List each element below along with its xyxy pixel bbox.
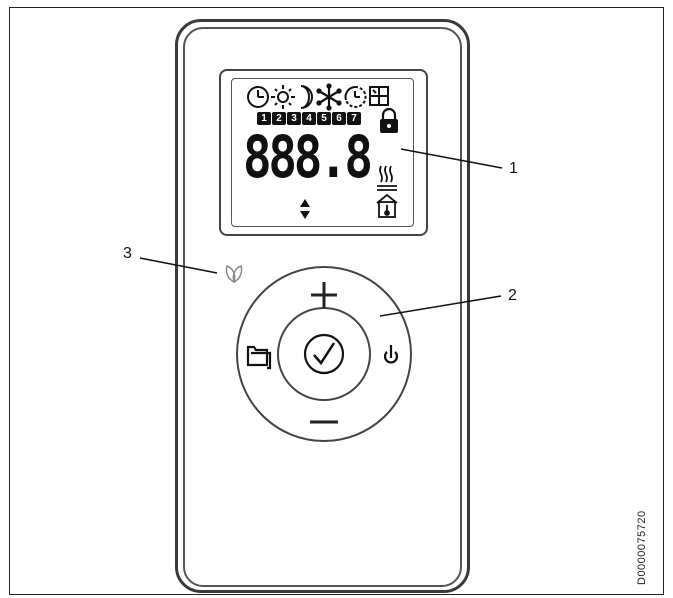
- weekday-7: 7: [347, 112, 361, 125]
- callout-label-1: 1: [509, 160, 518, 177]
- heating-waves-icon: [377, 165, 397, 191]
- callout-label-2: 2: [508, 287, 517, 304]
- weekday-indicators: 1 2 3 4 5 6 7: [257, 112, 361, 125]
- padlock-icon: [380, 107, 398, 133]
- weekday-2: 2: [272, 112, 286, 125]
- lcd-screen: [231, 78, 414, 227]
- window-icon: [369, 86, 389, 106]
- clock-icon: [247, 86, 269, 108]
- callout-line-2: [379, 295, 502, 317]
- weekday-5: 5: [317, 112, 331, 125]
- folder-menu-icon: [246, 345, 272, 370]
- sun-icon: [271, 85, 295, 109]
- callout-label-3: 3: [123, 245, 132, 262]
- checkmark-icon: [313, 342, 336, 366]
- figure-frame: [9, 7, 664, 595]
- confirm-button-ring: [303, 333, 345, 375]
- callout-line-3: [139, 257, 218, 274]
- plus-icon: [311, 282, 337, 308]
- snowflake-icon: [316, 83, 342, 111]
- weekday-1: 1: [257, 112, 271, 125]
- weekday-4: 4: [302, 112, 316, 125]
- lcd-bezel: [219, 69, 428, 236]
- confirm-button[interactable]: [277, 307, 371, 401]
- document-code: D0000075720: [636, 510, 648, 585]
- callout-line-1: [400, 148, 503, 169]
- weekday-6: 6: [332, 112, 346, 125]
- weekday-3: 3: [287, 112, 301, 125]
- segment-digits: 888.8: [243, 123, 373, 191]
- device-front-panel: [183, 27, 462, 587]
- up-down-arrows-icon: [300, 199, 310, 219]
- moon-icon: [300, 85, 313, 109]
- leaf-icon: [225, 265, 243, 284]
- timer-icon: [344, 85, 367, 108]
- standby-icon: [383, 345, 399, 364]
- menu-button[interactable]: [244, 342, 272, 370]
- minus-button[interactable]: [304, 410, 344, 434]
- control-ring: [236, 266, 412, 442]
- standby-button[interactable]: [380, 344, 404, 368]
- room-temperature-icon: [376, 193, 398, 218]
- plus-button[interactable]: [304, 280, 344, 310]
